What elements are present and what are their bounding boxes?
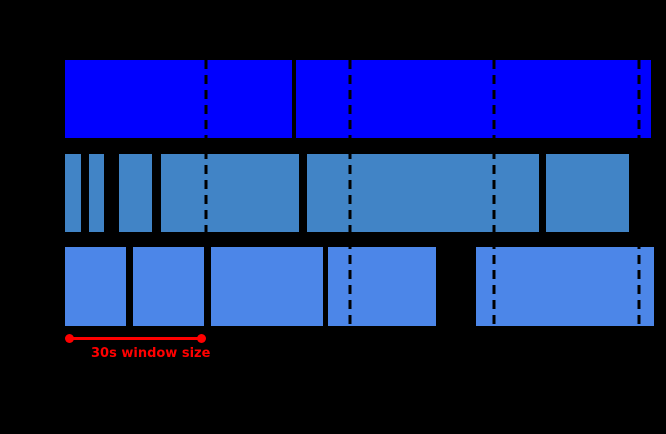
bar-segment-track-2 [65, 154, 81, 232]
bar-segment-track-2 [307, 154, 539, 232]
bar-segment-track-1 [65, 60, 292, 138]
bar-segment-track-3 [65, 247, 126, 326]
bar-segment-track-1 [296, 60, 651, 138]
window-size-label: 30s window size [91, 346, 211, 361]
window-size-arrow-line [69, 336, 201, 340]
arrow-right-dot [196, 333, 206, 343]
bar-segment-track-3 [211, 247, 323, 326]
bar-segment-track-3 [328, 247, 436, 326]
bar-segment-track-3 [133, 247, 204, 326]
bar-segment-track-3 [476, 247, 654, 326]
bar-segment-track-2 [546, 154, 629, 232]
bar-segment-track-2 [89, 154, 104, 232]
bar-segment-track-2 [161, 154, 299, 232]
bar-segment-track-2 [119, 154, 152, 232]
arrow-left-dot [64, 333, 74, 343]
